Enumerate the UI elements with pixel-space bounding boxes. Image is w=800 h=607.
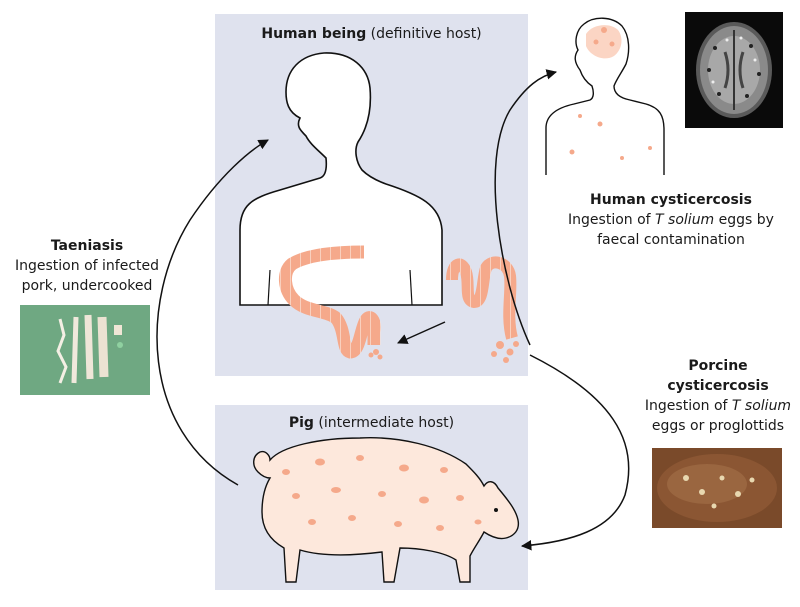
tapeworm-photo [20,305,150,395]
taeniasis-label: Taeniasis Ingestion of infected pork, un… [15,238,159,294]
pig-figure [253,437,520,583]
tapeworm-in-intestine [279,245,383,360]
pig-panel-title: Pig (intermediate host) [288,415,455,431]
arrow-to-pig [520,354,630,551]
arrow-to-human-cysticercosis [494,69,558,346]
human-panel-title: Human being (definitive host) [261,26,482,42]
infected-pork-photo [652,448,782,528]
arrow-pig-to-human [156,139,269,486]
porcine-cysticercosis-label: Porcine cysticercosis Ingestion of T sol… [644,358,792,434]
expelled-tapeworm [446,256,519,363]
cysticercosis-human-figure [545,17,665,175]
human-silhouette [239,52,443,306]
transfer-arrow [397,321,446,344]
brain-mri-image [685,12,783,128]
human-cysticercosis-label: Human cysticercosis Ingestion of T soliu… [568,192,774,248]
